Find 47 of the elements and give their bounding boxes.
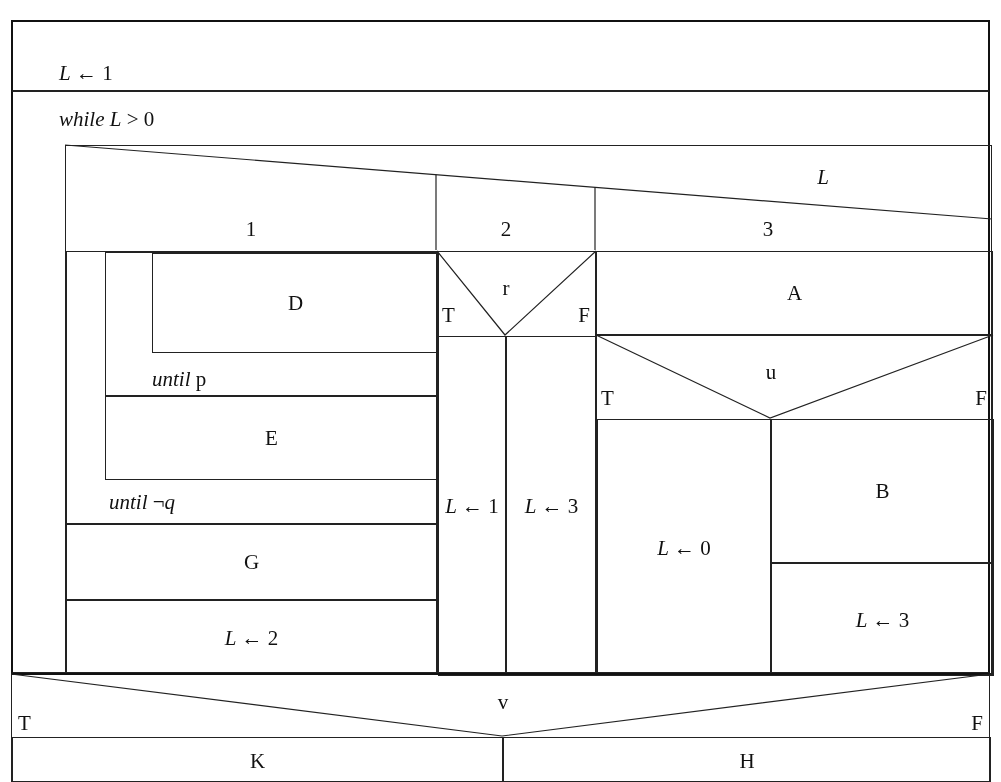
decision-block: [11, 673, 990, 782]
case-selector: L: [817, 163, 829, 191]
assignment-text: L ← 1: [444, 492, 500, 520]
statement-text: G: [242, 548, 261, 576]
statement-box: [66, 524, 437, 600]
case-value: 1: [245, 215, 257, 243]
statement-text: E: [264, 424, 279, 452]
statement-text: A: [785, 279, 804, 307]
condition-text: v: [497, 688, 509, 716]
decision-block: [437, 251, 596, 675]
statement-box: [596, 251, 993, 335]
decision-block: [596, 335, 993, 675]
case-value: 2: [500, 215, 512, 243]
false-label: F: [578, 301, 590, 329]
statement-box: [152, 253, 439, 353]
statement-box: [503, 737, 991, 782]
true-label: T: [601, 384, 614, 412]
assignment-text: L ← 2: [223, 624, 280, 652]
loop-condition: until ¬q: [109, 488, 176, 516]
statement-text: K: [248, 747, 267, 775]
true-label: T: [442, 301, 455, 329]
assignment-text: L ← 3: [523, 492, 580, 520]
statement-box: [438, 336, 506, 676]
condition-text: u: [765, 358, 777, 386]
false-label: F: [971, 709, 983, 737]
statement-box: [771, 563, 994, 676]
statement-box: [12, 737, 503, 782]
repeat-block: [105, 252, 438, 396]
statement-text: B: [874, 477, 891, 505]
repeat-block: [66, 251, 437, 524]
statement-box: [66, 600, 437, 675]
case-value: 3: [762, 215, 774, 243]
assignment-text: L ← 0: [656, 534, 712, 562]
loop-condition: while L > 0: [59, 105, 155, 133]
assignment-text: L ← 3: [854, 606, 911, 634]
assignment-text: L ← 1: [59, 59, 113, 87]
statement-box: [11, 20, 990, 91]
statement-box: [771, 419, 994, 563]
statement-box: [597, 419, 771, 676]
statement-text: D: [286, 289, 305, 317]
statement-text: H: [738, 747, 756, 775]
true-label: T: [18, 709, 31, 737]
false-label: F: [975, 384, 987, 412]
loop-condition: until p: [152, 365, 207, 393]
statement-box: [506, 336, 597, 676]
statement-box: [105, 396, 438, 480]
condition-text: r: [502, 274, 510, 302]
